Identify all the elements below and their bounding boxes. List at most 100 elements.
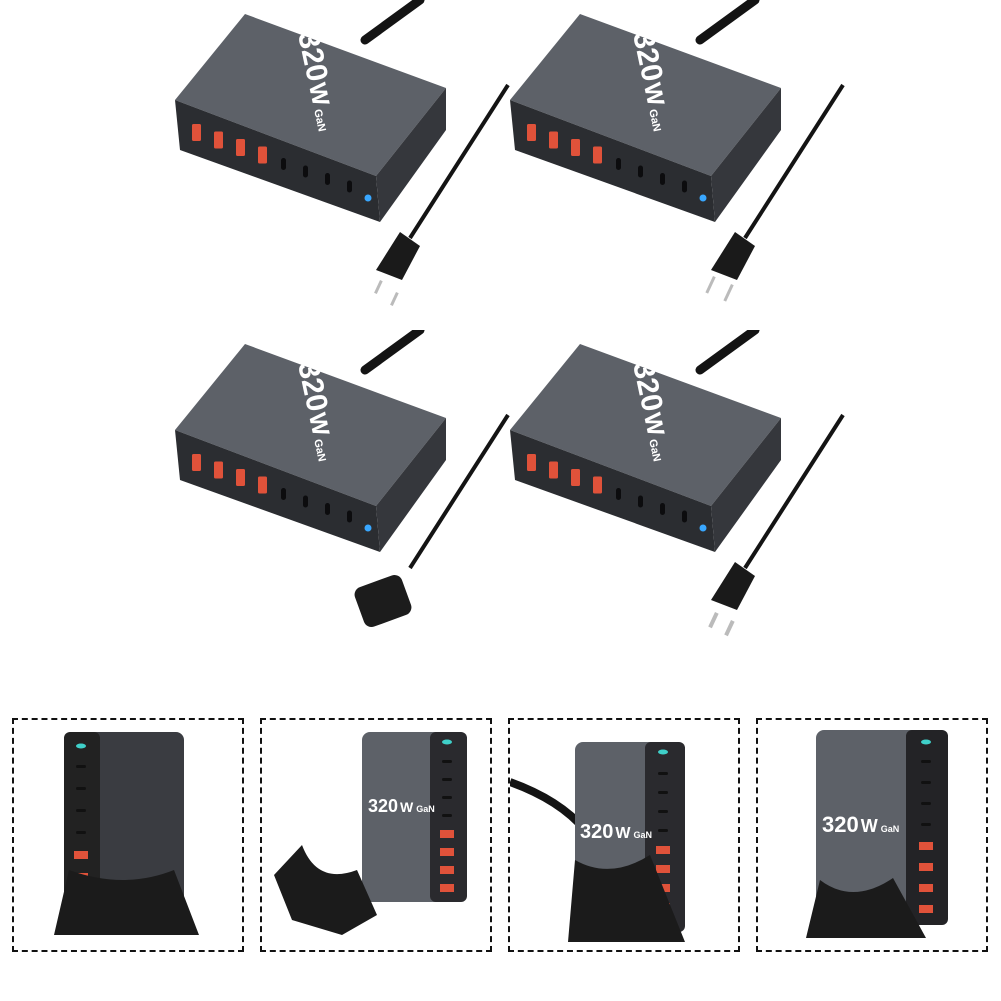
usb-c-port [442, 778, 452, 781]
usb-a-port [214, 461, 223, 479]
usb-a-port [258, 476, 267, 494]
rear-cable [695, 325, 760, 375]
charger-front-face [175, 430, 380, 552]
power-led [699, 194, 707, 202]
usb-a-port [593, 146, 602, 164]
usb-c-port [442, 814, 452, 817]
usb-c-port [682, 180, 687, 193]
unit-label: W [400, 799, 414, 815]
charger-top-face [510, 344, 781, 506]
power-led [76, 743, 86, 749]
charger-front-face [906, 730, 948, 925]
plug-pin [723, 284, 734, 302]
usb-a-port [236, 469, 245, 486]
plug-pin [705, 276, 716, 294]
us-plug-icon [705, 232, 755, 302]
power-led [921, 739, 931, 745]
top-charger-au: 320WGaN [170, 0, 510, 320]
usb-c-port [442, 796, 452, 799]
usb-a-port [919, 863, 933, 871]
eu-plug-icon [708, 562, 755, 637]
usb-a-port [571, 469, 580, 486]
stand [54, 870, 199, 935]
usb-c-port [325, 173, 330, 185]
power-cable [408, 413, 510, 570]
usb-a-port [192, 124, 201, 141]
power-led [364, 194, 372, 202]
wattage-label: 320 [368, 796, 398, 816]
usb-a-port [656, 846, 670, 854]
usb-c-port [658, 772, 668, 775]
charger-side-face [711, 88, 781, 222]
unit-label: W [861, 816, 878, 836]
usb-c-port [658, 791, 668, 794]
gan-label: GaN [311, 438, 327, 463]
rear-cable [695, 0, 760, 45]
top-charger-uk: 320WGaN [170, 325, 510, 650]
plug-pin [724, 620, 735, 637]
charger-top-face [175, 14, 446, 176]
usb-c-port [281, 488, 286, 500]
usb-a-port [919, 905, 933, 913]
power-led [442, 739, 452, 745]
usb-a-port [258, 146, 267, 164]
power-led [699, 524, 707, 532]
charger-illustration: 320WGaN [175, 325, 510, 628]
plug-body [354, 574, 412, 628]
usb-c-port [638, 165, 643, 178]
plug-pin [374, 279, 383, 294]
charger-side-face [376, 418, 446, 552]
power-cable [743, 83, 845, 240]
usb-c-port [638, 495, 643, 508]
usb-c-port [325, 503, 330, 515]
usb-c-port [303, 165, 308, 178]
stand [274, 845, 377, 935]
plug-pin [708, 612, 719, 629]
usb-a-port [440, 884, 454, 892]
plug-pin [390, 292, 399, 306]
wattage-label: 320 [580, 821, 613, 843]
usb-a-port [440, 866, 454, 874]
usb-c-port [76, 765, 86, 768]
charger-top-face [510, 14, 781, 176]
gan-label: GaN [633, 830, 652, 840]
usb-c-port [921, 802, 931, 805]
plug-body [711, 562, 755, 610]
usb-c-port [281, 158, 286, 170]
gan-label: GaN [416, 804, 435, 814]
usb-c-port [682, 510, 687, 523]
stand [806, 878, 926, 938]
charger-view-illustration [54, 732, 199, 935]
power-cable [510, 778, 589, 833]
uk-plug-icon [354, 574, 412, 628]
usb-c-port [76, 809, 86, 812]
usb-a-port [527, 454, 536, 471]
power-cable [408, 83, 510, 240]
gan-label: GaN [311, 108, 327, 133]
au-plug-icon [374, 232, 420, 306]
charger-illustration: 320WGaN [510, 0, 845, 302]
usb-a-port [549, 131, 558, 149]
stand [568, 855, 685, 942]
charger-illustration: 320WGaN [510, 325, 845, 637]
usb-a-port [440, 830, 454, 838]
charger-front-face [510, 430, 715, 552]
usb-c-port [660, 503, 665, 515]
usb-c-port [616, 488, 621, 500]
power-led [364, 524, 372, 532]
charger-illustration: 320WGaN [175, 0, 510, 306]
plug-body [376, 232, 420, 280]
plug-body [711, 232, 755, 280]
usb-c-port [303, 495, 308, 508]
gan-label: GaN [881, 824, 900, 834]
usb-c-port [660, 173, 665, 185]
usb-c-port [921, 823, 931, 826]
usb-a-port [74, 851, 88, 859]
usb-a-port [236, 139, 245, 156]
